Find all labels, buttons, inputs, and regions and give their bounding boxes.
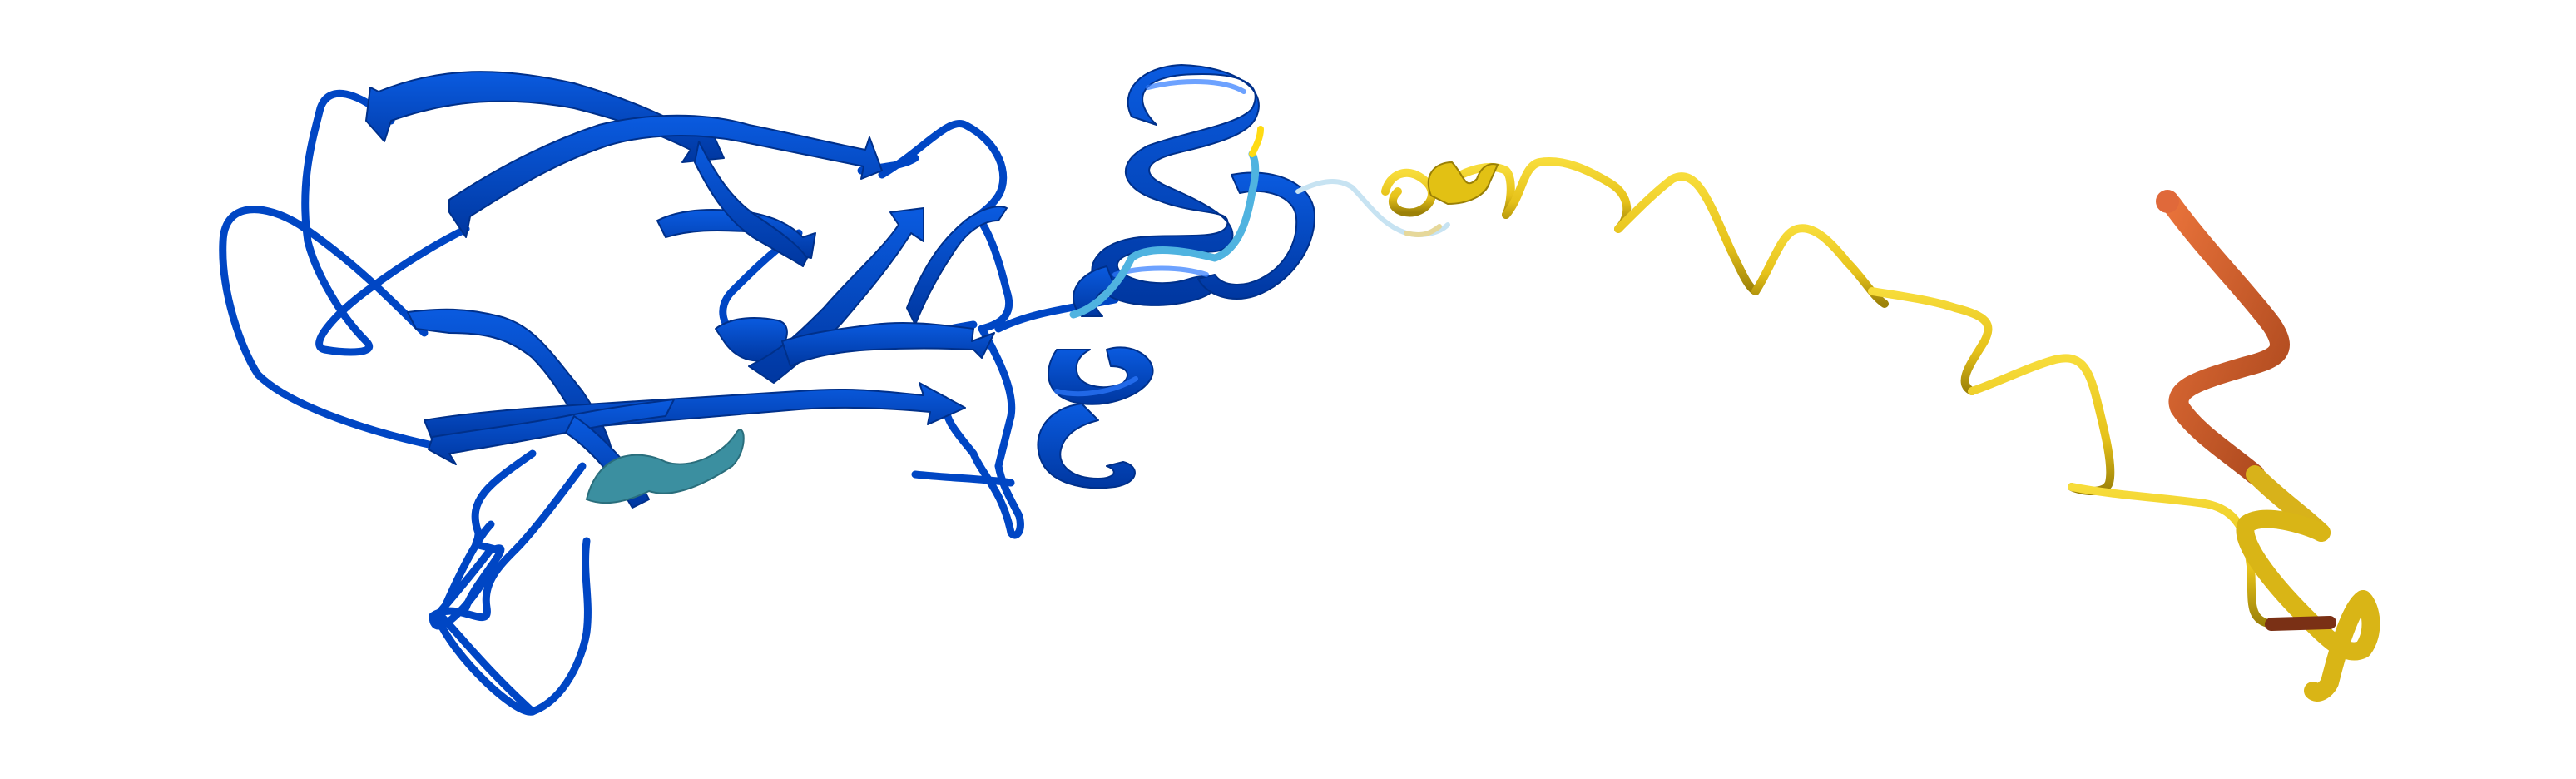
strand-4	[694, 141, 808, 267]
beta-sheet-strands	[365, 71, 1008, 509]
confident-loop	[1069, 126, 1450, 319]
strand-2	[448, 114, 883, 238]
low-confidence-tail	[1381, 157, 2326, 628]
confident-patch	[585, 429, 745, 504]
strand-10	[906, 206, 1008, 325]
helix-5	[1197, 171, 1315, 300]
very-low-confidence-tail	[2162, 194, 2380, 702]
strand-1	[365, 71, 725, 163]
chain-terminus	[2156, 190, 2179, 213]
strand-3	[656, 209, 816, 259]
strand-7	[428, 399, 675, 465]
low-confidence-helix	[1427, 161, 1499, 206]
helix-3	[1048, 346, 1154, 405]
helix-4	[1037, 403, 1136, 489]
alpha-helices	[1037, 64, 1315, 489]
strand-11	[781, 321, 995, 367]
